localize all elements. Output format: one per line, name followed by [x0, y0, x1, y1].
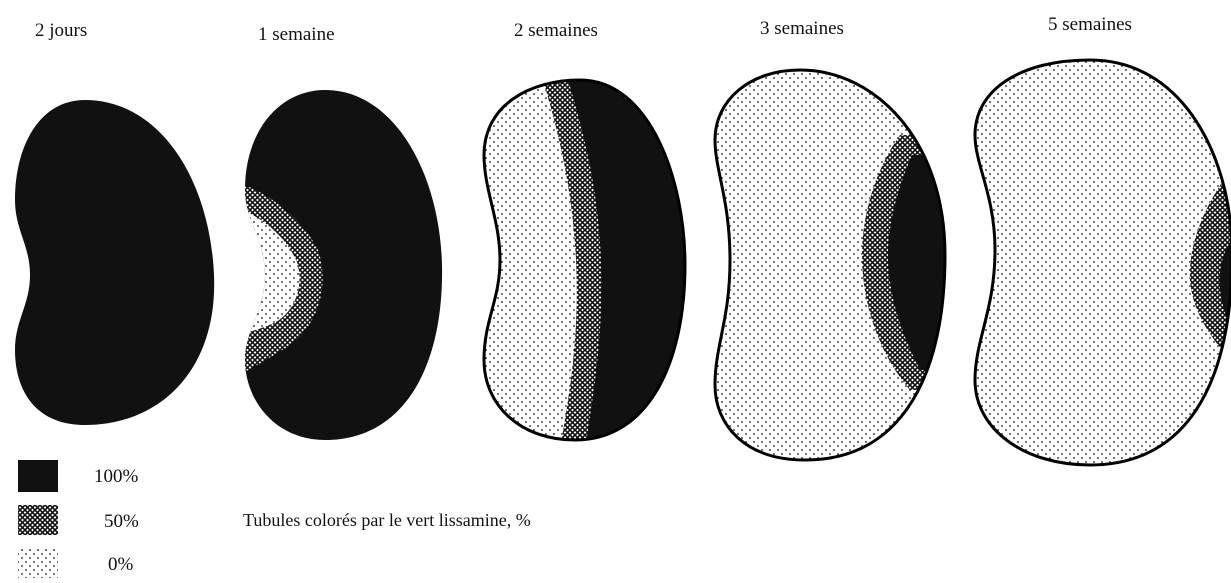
legend-label-0: 0% — [108, 554, 134, 575]
kidney-2-jours — [15, 100, 214, 425]
diagram-caption: Tubules colorés par le vert lissamine, % — [243, 510, 531, 530]
stage-label-5-semaines: 5 semaines — [1048, 14, 1132, 35]
kidney-2-semaines — [470, 70, 700, 450]
legend-label-100: 100% — [94, 466, 139, 487]
stage-label-1-semaine: 1 semaine — [258, 24, 335, 45]
legend-label-50: 50% — [104, 511, 139, 532]
legend-swatch-solid — [18, 460, 58, 492]
legend-swatch-crosshatch — [18, 505, 58, 535]
legend: 100% 50% 0% — [18, 460, 139, 578]
kidney-5-semaines — [965, 50, 1231, 475]
kidney-3-semaines — [705, 60, 955, 470]
kidney-1-body — [15, 100, 214, 425]
stage-label-2-semaines: 2 semaines — [514, 20, 598, 41]
legend-swatch-stipple — [18, 548, 58, 578]
kidney-1-semaine — [230, 90, 442, 440]
stage-label-3-semaines: 3 semaines — [760, 18, 844, 39]
stage-label-2-jours: 2 jours — [35, 20, 87, 41]
